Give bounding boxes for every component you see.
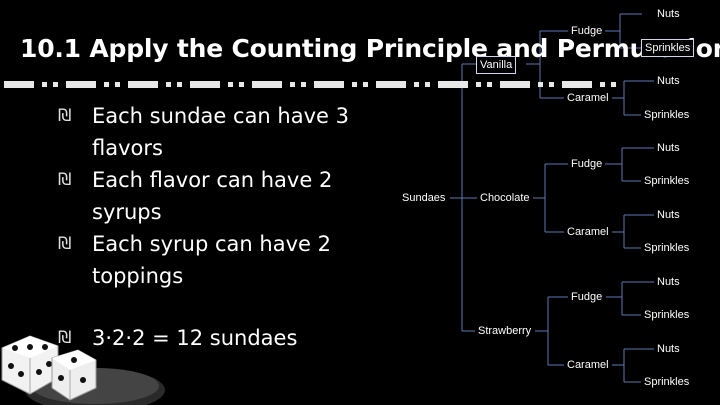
tree-syrup-node: Caramel [564, 357, 612, 373]
bullet-text: Each syrup can have 2 toppings [92, 232, 331, 288]
tree-syrup-node: Fudge [568, 156, 605, 172]
bullet-marker-icon: ₪ [58, 228, 71, 260]
bullet-list: ₪ Each sundae can have 3 flavors ₪ Each … [58, 100, 358, 292]
tree-syrup-node: Fudge [568, 289, 605, 305]
tree-topping-node: Nuts [654, 6, 683, 22]
tree-topping-node: Sprinkles [641, 39, 694, 57]
tree-syrup-node: Fudge [568, 23, 605, 39]
tree-syrup-node: Caramel [564, 90, 612, 106]
tree-topping-node: Nuts [654, 73, 683, 89]
tree-syrup-node: Caramel [564, 224, 612, 240]
tree-topping-node: Sprinkles [641, 240, 692, 256]
tree-topping-node: Nuts [654, 341, 683, 357]
bullet-marker-icon: ₪ [58, 164, 71, 196]
bullet-text: Each sundae can have 3 flavors [92, 104, 349, 160]
tree-flavor-node: Strawberry [475, 323, 534, 339]
tree-topping-node: Nuts [654, 274, 683, 290]
tree-flavor-node: Chocolate [477, 190, 533, 206]
bullet-item: ₪ Each sundae can have 3 flavors [58, 100, 358, 164]
slide-title: 10.1 Apply the Counting Principle and Pe… [20, 34, 720, 63]
bullet-item: ₪ Each flavor can have 2 syrups [58, 164, 358, 228]
tree-topping-node: Nuts [654, 140, 683, 156]
title-divider [0, 81, 640, 89]
tree-topping-node: Nuts [654, 207, 683, 223]
tree-topping-node: Sprinkles [641, 374, 692, 390]
dice-image [0, 328, 170, 405]
bullet-text: Each flavor can have 2 syrups [92, 168, 332, 224]
tree-topping-node: Sprinkles [641, 107, 692, 123]
bullet-marker-icon: ₪ [58, 100, 71, 132]
tree-flavor-node: Vanilla [476, 56, 516, 74]
tree-topping-node: Sprinkles [641, 173, 692, 189]
tree-root-node: Sundaes [399, 190, 448, 206]
bullet-item: ₪ Each syrup can have 2 toppings [58, 228, 358, 292]
tree-topping-node: Sprinkles [641, 307, 692, 323]
